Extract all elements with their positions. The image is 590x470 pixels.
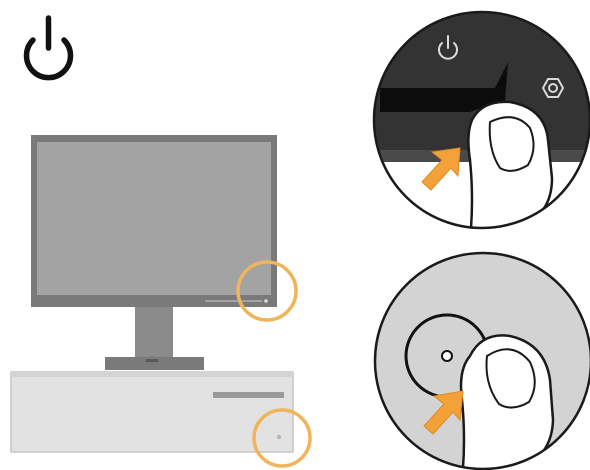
monitor — [31, 135, 277, 370]
desktop-body — [11, 372, 293, 452]
zoom-power-button-dot — [442, 351, 452, 361]
monitor-power-button — [264, 299, 268, 303]
finger-icon — [461, 335, 553, 470]
desktop-computer — [11, 372, 293, 452]
monitor-base — [105, 357, 204, 370]
monitor-screen — [37, 142, 271, 295]
monitor-neck — [135, 307, 173, 358]
finger-icon — [468, 102, 552, 240]
power-icon — [27, 18, 71, 78]
desktop-power-button — [277, 435, 281, 439]
drive-slot — [213, 392, 284, 398]
